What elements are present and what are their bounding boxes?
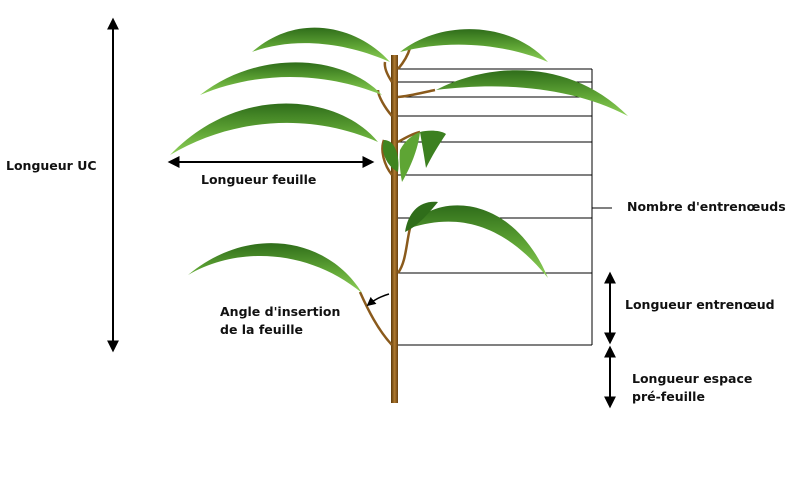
label-longueur-entrenoeud: Longueur entrenœud [625, 297, 775, 312]
label-angle-line2: de la feuille [220, 322, 303, 337]
leaf-top-right [400, 29, 548, 62]
leaves-left [170, 27, 399, 293]
leaves-right [399, 29, 628, 278]
main-stem [391, 55, 398, 403]
label-longueur-uc: Longueur UC [6, 158, 97, 173]
label-angle-line1: Angle d'insertion [220, 304, 341, 319]
label-espace-line1: Longueur espace [632, 371, 753, 386]
leaf-top-left [252, 27, 390, 62]
measure-arrows [107, 17, 616, 409]
angle-arc [366, 293, 390, 307]
leaf-lower-right [410, 205, 548, 278]
label-longueur-feuille: Longueur feuille [201, 172, 317, 187]
label-espace-line2: pré-feuille [632, 389, 705, 404]
label-nombre-entrenoeuds: Nombre d'entrenœuds [627, 199, 786, 214]
leaf-upper-right [436, 70, 628, 116]
label-angle-insertion: Angle d'insertion de la feuille [220, 303, 340, 339]
leaf-small-left [382, 140, 399, 172]
leaf-2-left [200, 62, 382, 95]
leaf-mid-right [420, 130, 446, 168]
leaf-bottom-left [188, 243, 362, 293]
label-espace-prefeuille: Longueur espace pré-feuille [632, 370, 752, 406]
leaf-3-left [170, 103, 378, 155]
